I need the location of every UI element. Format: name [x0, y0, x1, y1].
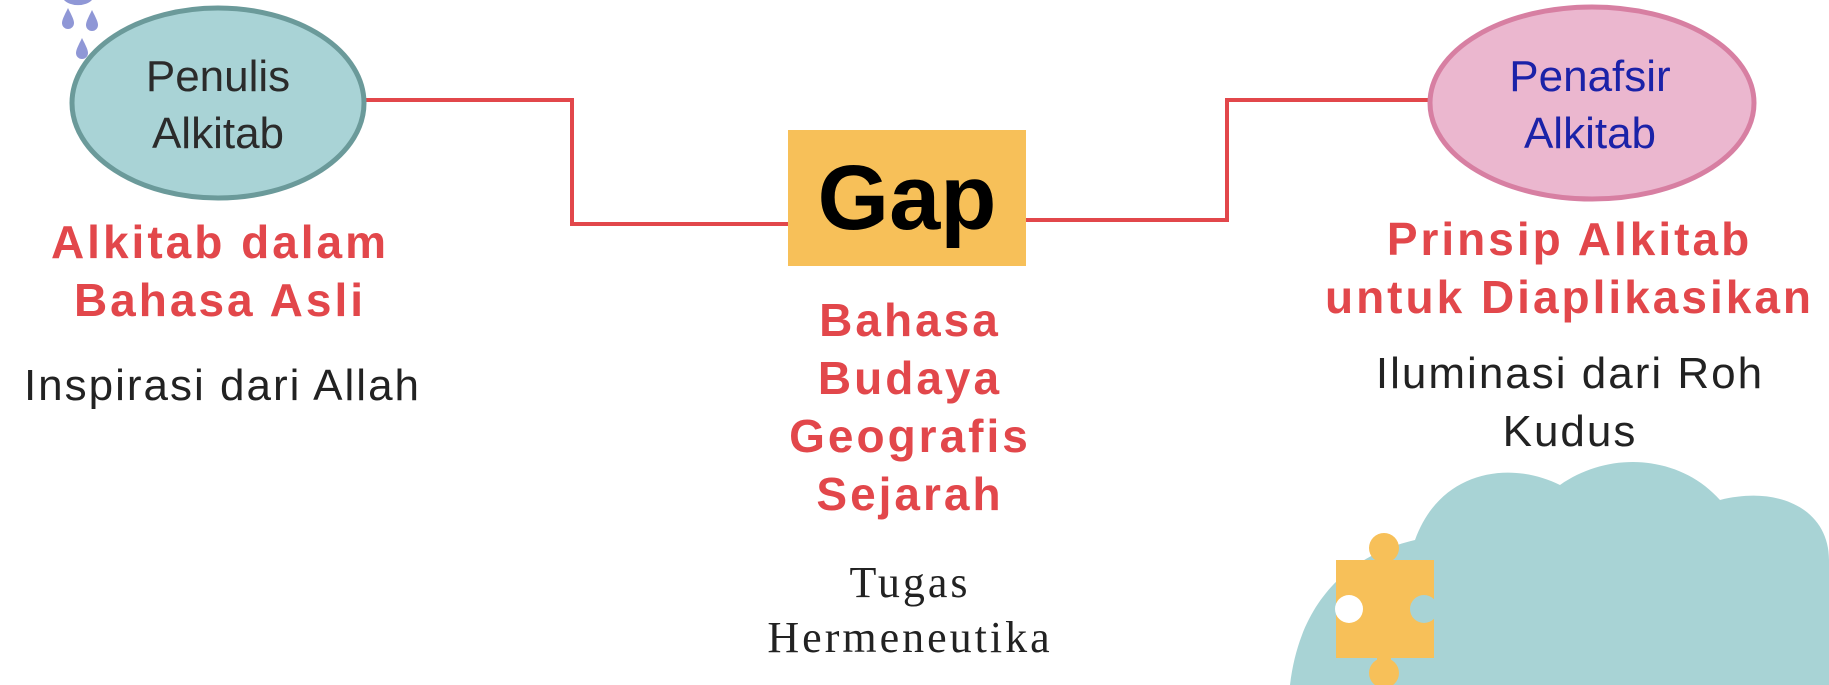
center-task-line: Tugas — [849, 558, 971, 607]
left-red-text: Alkitab dalam Bahasa Asli — [20, 213, 420, 329]
left-ellipse — [69, 5, 367, 201]
center-task-text: Tugas Hermeneutika — [710, 555, 1110, 665]
raindrop-icons — [62, 0, 98, 59]
left-red-line: Alkitab dalam — [50, 216, 390, 268]
center-task-line: Hermeneutika — [767, 613, 1053, 662]
puzzle-piece-icon — [1335, 533, 1438, 685]
left-connector-line — [366, 98, 788, 226]
right-connector-line — [1026, 98, 1430, 222]
center-red-line: Geografis — [789, 410, 1031, 462]
right-ellipse — [1427, 4, 1757, 202]
left-ellipse-line: Penulis — [145, 52, 291, 101]
gap-label: Gap — [817, 146, 997, 249]
center-red-line: Sejarah — [816, 468, 1004, 520]
gap-box: Gap — [788, 130, 1026, 266]
right-red-line: untuk Diaplikasikan — [1324, 271, 1814, 323]
left-black-line: Inspirasi dari Allah — [23, 361, 422, 410]
center-red-line: Budaya — [817, 352, 1003, 404]
right-ellipse-label: Penafsir Alkitab — [1460, 48, 1720, 162]
center-red-text: Bahasa Budaya Geografis Sejarah — [760, 291, 1060, 523]
right-black-text: Iluminasi dari Roh Kudus — [1320, 345, 1820, 461]
left-ellipse-label: Penulis Alkitab — [98, 48, 338, 162]
center-red-line: Bahasa — [819, 294, 1001, 346]
right-red-text: Prinsip Alkitab untuk Diaplikasikan — [1310, 210, 1829, 326]
right-black-line: Iluminasi dari Roh — [1375, 349, 1765, 398]
right-red-line: Prinsip Alkitab — [1386, 213, 1753, 265]
left-red-line: Bahasa Asli — [73, 274, 367, 326]
left-ellipse-line: Alkitab — [151, 109, 285, 158]
left-black-text: Inspirasi dari Allah — [0, 357, 445, 415]
right-ellipse-line: Alkitab — [1523, 109, 1657, 158]
right-ellipse-line: Penafsir — [1509, 52, 1671, 101]
right-black-line: Kudus — [1502, 407, 1638, 456]
